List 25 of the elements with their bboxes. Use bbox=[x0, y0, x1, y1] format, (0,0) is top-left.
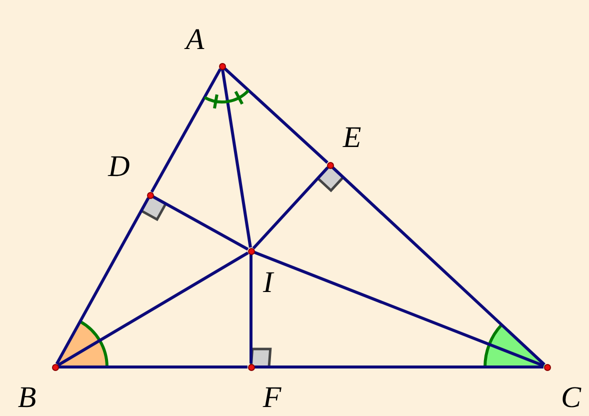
line-segment bbox=[55, 197, 150, 365]
point-label: F bbox=[262, 383, 282, 413]
line-segment bbox=[252, 166, 329, 250]
point-dot bbox=[146, 192, 154, 198]
line-segment bbox=[250, 254, 252, 364]
point-label: I bbox=[263, 268, 273, 298]
line-segment bbox=[57, 252, 249, 366]
point-label: B bbox=[18, 383, 36, 413]
point-label: E bbox=[342, 123, 362, 153]
line-segment bbox=[254, 250, 544, 368]
line-segment bbox=[332, 166, 546, 366]
point-dot bbox=[248, 364, 254, 370]
point-label: C bbox=[561, 383, 581, 413]
point-dot bbox=[52, 364, 58, 370]
point-dot bbox=[326, 162, 334, 168]
line-segment bbox=[150, 68, 222, 193]
line-segment bbox=[58, 366, 248, 368]
line-segment bbox=[254, 366, 544, 368]
point-label: A bbox=[186, 25, 204, 55]
point-dot bbox=[218, 62, 226, 70]
point-label: D bbox=[108, 152, 130, 182]
line-segment bbox=[224, 67, 328, 164]
line-segment bbox=[152, 195, 249, 251]
line-segment bbox=[221, 69, 252, 248]
point-dot bbox=[544, 364, 550, 370]
